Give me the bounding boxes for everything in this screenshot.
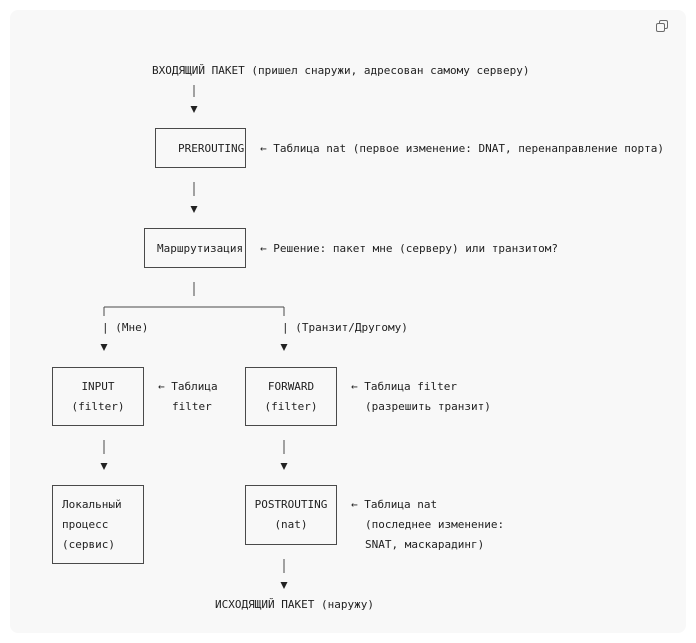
forward-label: FORWARD (267, 380, 315, 393)
postrouting-note-line2: (последнее изменение: (365, 518, 505, 531)
local-process-line1: Локальный (62, 498, 122, 511)
prerouting-box (155, 128, 246, 168)
postrouting-table: (nat) (274, 518, 308, 531)
arrowhead-routing (190, 206, 198, 213)
outgoing-packet-label: ИСХОДЯЩИЙ ПАКЕТ (наружу) (215, 598, 374, 611)
postrouting-note-line3: SNAT, маскарадинг) (365, 538, 485, 551)
forward-note-line1: ← Таблица filter (351, 380, 457, 393)
forward-box (245, 367, 337, 426)
input-note-line2: filter (172, 400, 212, 413)
branch-right-label: | (Транзит/Другому) (282, 321, 408, 334)
arrowhead-outgoing (280, 582, 288, 589)
routing-note: ← Решение: пакет мне (серверу) или транз… (260, 242, 559, 255)
postrouting-box (245, 485, 337, 545)
local-process-line3: (сервис) (62, 538, 115, 551)
branch-left-label: | (Мне) (102, 321, 149, 334)
arrowhead-input (100, 344, 108, 351)
arrowhead-prerouting (190, 106, 198, 113)
arrowhead-local (100, 463, 108, 470)
copy-icon[interactable] (656, 20, 668, 32)
arrowhead-postrouting (280, 463, 288, 470)
forward-table: (filter) (264, 400, 318, 413)
postrouting-note-line1: ← Таблица nat (351, 498, 438, 511)
incoming-packet-label: ВХОДЯЩИЙ ПАКЕТ (пришел снаружи, адресова… (152, 64, 530, 77)
input-box (52, 367, 144, 426)
postrouting-label: POSTROUTING (254, 498, 328, 511)
local-process-box (52, 485, 144, 564)
routing-box (144, 228, 246, 268)
input-note-line1: ← Таблица (158, 380, 218, 393)
routing-label: Маршрутизация (157, 242, 244, 255)
forward-note-line2: (разрешить транзит) (365, 400, 491, 413)
prerouting-note: ← Таблица nat (первое изменение: DNAT, п… (260, 142, 664, 155)
input-label: INPUT (81, 380, 115, 393)
code-block (10, 10, 686, 633)
prerouting-label: PREROUTING (178, 142, 245, 155)
arrowhead-forward (280, 344, 288, 351)
local-process-line2: процесс (62, 518, 109, 531)
input-table: (filter) (71, 400, 125, 413)
